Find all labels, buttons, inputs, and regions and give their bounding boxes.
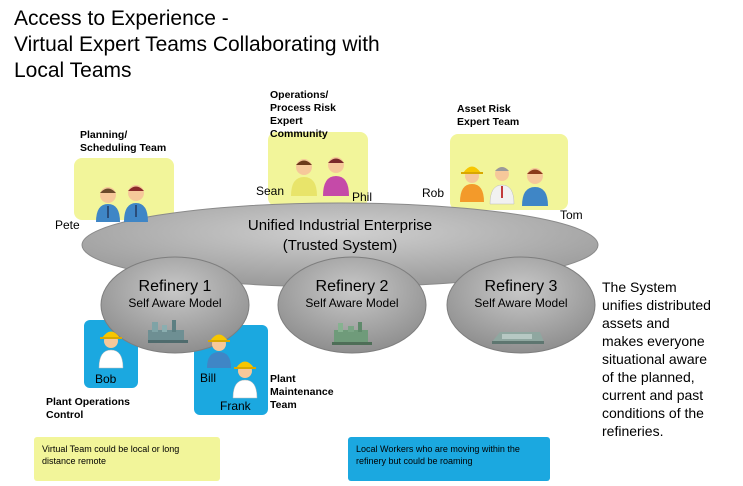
- refinery-1-model: Self Aware Model: [128, 296, 222, 310]
- plant-ops-team-label: Plant Operations Control: [46, 396, 130, 422]
- asset-label-line-2: Expert Team: [457, 116, 520, 128]
- description-line: of the planned,: [602, 369, 695, 385]
- refinery-2-plant-icon: [332, 322, 372, 345]
- hardhat-worker-icon: [207, 334, 231, 368]
- virtual-team-note-text: Virtual Team could be local or long dist…: [42, 444, 180, 466]
- refinery-2-name: Refinery 2: [315, 278, 389, 295]
- title-line-1: Access to Experience -: [14, 7, 229, 30]
- asset-team-label: Asset Risk Expert Team: [457, 103, 519, 129]
- person-name-sean: Sean: [256, 184, 285, 198]
- hardhat-worker-icon: [460, 166, 484, 202]
- description-line: assets and: [602, 315, 670, 331]
- maintenance-label-line-1: Plant: [270, 373, 296, 385]
- planning-label-line-1: Planning/: [80, 129, 128, 141]
- asset-label-line-1: Asset Risk: [457, 103, 511, 115]
- operations-team-label: Operations/ Process Risk Expert Communit…: [270, 89, 336, 141]
- person-name-phil: Phil: [352, 190, 373, 204]
- refinery-2-label: Refinery 2 Self Aware Model: [277, 278, 427, 310]
- person-icon: [522, 168, 548, 206]
- person-icon: [291, 159, 317, 196]
- page-title: Access to Experience - Virtual Expert Te…: [14, 6, 380, 84]
- enterprise-line-2: (Trusted System): [282, 237, 398, 254]
- description-line: makes everyone: [602, 333, 705, 349]
- description-line: refineries.: [602, 423, 664, 439]
- refinery-1-name: Refinery 1: [138, 278, 212, 295]
- refinery-3-label: Refinery 3 Self Aware Model: [446, 278, 596, 310]
- hardhat-worker-icon: [98, 331, 124, 369]
- person-icon: [124, 185, 148, 222]
- operations-label-line-1: Operations/: [270, 89, 329, 101]
- title-line-3: Local Teams: [14, 59, 132, 82]
- virtual-team-note: Virtual Team could be local or long dist…: [34, 437, 220, 481]
- description-line: current and past: [602, 387, 704, 403]
- refinery-3-plant-icon: [492, 332, 544, 344]
- enterprise-line-1: Unified Industrial Enterprise: [247, 217, 433, 234]
- planning-team-label: Planning/ Scheduling Team: [80, 129, 166, 155]
- refinery-1-circle: [100, 256, 250, 354]
- person-icon: [96, 187, 120, 222]
- person-name-bill: Bill: [200, 371, 217, 385]
- refinery-1-label: Refinery 1 Self Aware Model: [100, 278, 250, 310]
- person-name-bob: Bob: [95, 372, 117, 386]
- maintenance-label-line-3: Team: [270, 399, 297, 411]
- local-workers-note: Local Workers who are moving within the …: [348, 437, 550, 481]
- person-name-rob: Rob: [422, 186, 445, 200]
- system-description: The System unifies distributed assets and m…: [602, 278, 742, 440]
- hardhat-worker-icon: [232, 361, 258, 399]
- refinery-3-circle: [446, 256, 596, 354]
- operations-team-box: [268, 132, 368, 206]
- plant-ops-label-line-2: Control: [46, 409, 84, 421]
- refinery-1-plant-icon: [148, 320, 188, 343]
- maintenance-team-label: Plant Maintenance Team: [270, 373, 334, 412]
- title-line-2: Virtual Expert Teams Collaborating with: [14, 33, 380, 56]
- person-icon: [323, 157, 349, 196]
- plant-ops-label-line-1: Plant Operations: [46, 396, 131, 408]
- enterprise-label: Unified Industrial Enterprise (Trusted S…: [200, 216, 480, 256]
- maintenance-label-line-2: Maintenance: [270, 386, 334, 398]
- operations-label-line-2: Process Risk: [270, 102, 336, 114]
- person-icon: [489, 167, 515, 205]
- refinery-2-model: Self Aware Model: [305, 296, 399, 310]
- refinery-3-name: Refinery 3: [484, 278, 558, 295]
- planning-team-box: [74, 158, 174, 220]
- refinery-2-circle: [277, 256, 427, 354]
- operations-label-line-4: Community: [270, 128, 328, 140]
- person-name-frank: Frank: [220, 399, 251, 413]
- person-name-tom: Tom: [560, 208, 583, 222]
- description-line: conditions of the: [602, 405, 704, 421]
- refinery-3-model: Self Aware Model: [474, 296, 568, 310]
- description-line: situational aware: [602, 351, 708, 367]
- description-line: The System: [602, 279, 677, 295]
- description-line: unifies distributed: [602, 297, 711, 313]
- operations-label-line-3: Expert: [270, 115, 303, 127]
- planning-label-line-2: Scheduling Team: [80, 142, 167, 154]
- person-name-pete: Pete: [55, 218, 80, 232]
- local-workers-note-text: Local Workers who are moving within the …: [356, 444, 520, 466]
